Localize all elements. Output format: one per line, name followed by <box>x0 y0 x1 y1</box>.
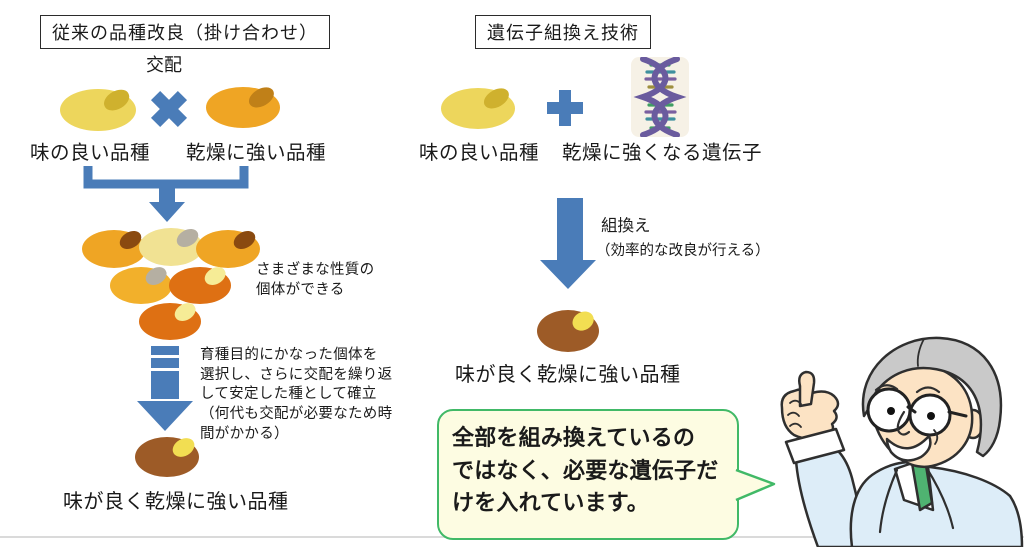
drought-variety-bean-icon <box>206 83 280 128</box>
left-result-bean-icon <box>135 433 199 477</box>
left-parent1-label: 味の良い品種 <box>30 142 151 164</box>
speech-bubble: 全部を組み換えているの ではなく、必要な遺伝子だ けを入れています。 <box>437 409 739 540</box>
selection-note: 育種目的にかなった個体を 選択し、さらに交配を繰り返 して安定した種として確立 … <box>200 347 393 442</box>
left-result-label: 味が良く乾燥に強い品種 <box>63 491 289 513</box>
merge-bracket-arrow-icon <box>83 166 249 222</box>
dna-icon <box>631 57 689 137</box>
offspring-bean-icon <box>110 263 172 304</box>
down-arrow-icon <box>540 198 596 289</box>
speech-bubble-tail <box>735 468 776 502</box>
tasty-variety-bean-icon <box>441 84 515 129</box>
offspring-bean-icon <box>139 224 203 266</box>
left-panel-title: 従来の品種改良（掛け合わせ） <box>40 15 330 49</box>
right-parent-label: 味の良い品種 <box>419 142 540 164</box>
lab-coat <box>849 456 1024 547</box>
tasty-variety-bean-icon <box>60 85 136 131</box>
plus-icon <box>547 90 583 126</box>
eyebrows <box>874 384 941 394</box>
offspring-bean-icon <box>82 226 146 268</box>
hair <box>861 336 1003 458</box>
offspring-bean-icon <box>169 263 231 304</box>
offspring-bean-icon <box>196 226 260 268</box>
right-panel-title: 遺伝子組換え技術 <box>475 15 651 49</box>
right-eye <box>927 412 935 420</box>
right-result-label: 味が良く乾燥に強い品種 <box>455 364 681 386</box>
pointing-hand <box>780 370 840 440</box>
arm <box>784 427 866 547</box>
right-gene-label: 乾燥に強くなる遺伝子 <box>562 142 763 164</box>
scientist-illustration <box>780 336 1024 547</box>
left-parent2-label: 乾燥に強い品種 <box>186 142 327 164</box>
offspring-bean-icon <box>139 299 201 340</box>
offspring-note: さまざまな性質の 個体ができる <box>256 262 375 298</box>
process-label: 組換え <box>601 217 651 235</box>
nose <box>896 410 911 436</box>
left-eye <box>887 407 895 415</box>
right-result-bean-icon <box>537 307 599 352</box>
process-note: （効率的な改良が行える） <box>596 243 770 259</box>
speech-bubble-text: 全部を組み換えているの ではなく、必要な遺伝子だ けを入れています。 <box>452 425 719 516</box>
cross-icon <box>150 90 188 128</box>
head <box>861 336 1003 469</box>
cross-label: 交配 <box>146 55 182 75</box>
mouth <box>885 434 932 462</box>
dashed-down-arrow-icon <box>137 346 193 431</box>
